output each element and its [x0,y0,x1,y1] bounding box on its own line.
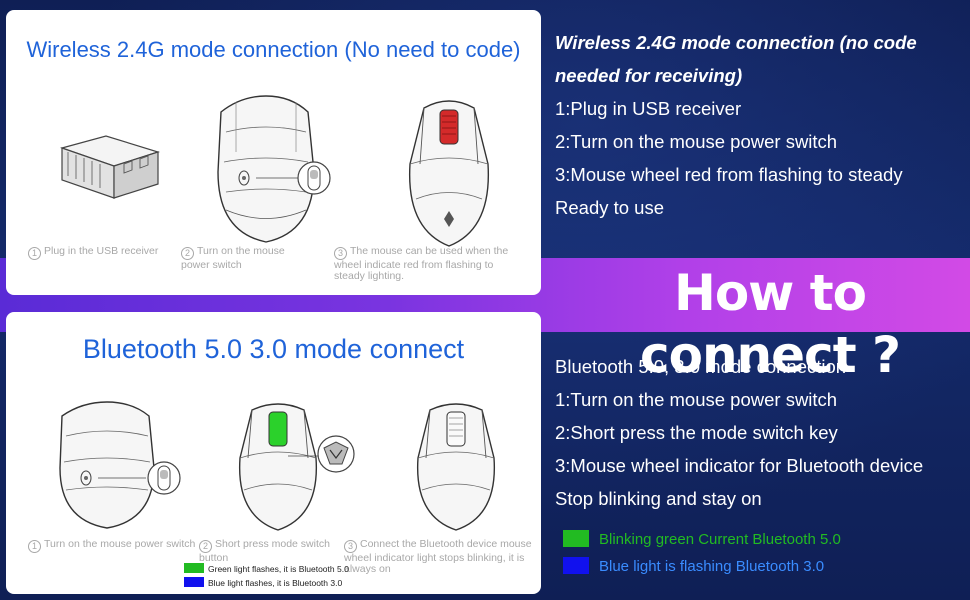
bluetooth-heading: Bluetooth 5.0, 3.0 mode connection [555,356,847,377]
caption-text: The mouse can be used when the wheel ind… [334,245,509,282]
wireless-step-3: 3:Mouse wheel red from flashing to stead… [555,164,903,185]
bluetooth-step-1: 1:Turn on the mouse power switch [555,389,838,410]
green-swatch [563,530,589,547]
legend-text: Blue light flashes, it is Bluetooth 3.0 [208,578,343,588]
legend-text: Blinking green Current Bluetooth 5.0 [599,531,841,548]
wireless-step-2: 2:Turn on the mouse power switch [555,131,838,152]
mouse-top-connected-illustration [416,403,496,531]
bluetooth-step-3: 3:Mouse wheel indicator for Bluetooth de… [555,455,924,476]
wireless-panel-title: Wireless 2.4G mode connection (No need t… [26,37,521,62]
step-number-icon: 1 [28,247,41,260]
wireless-panel: Wireless 2.4G mode connection (No need t… [6,10,541,295]
step-number-icon: 1 [28,540,41,553]
wireless-step-1: 1:Plug in USB receiver [555,98,742,119]
mouse-bottom-illustration [217,95,331,243]
bluetooth-panel-title: Bluetooth 5.0 3.0 mode connect [82,334,465,364]
wireless-heading-line-1: Wireless 2.4G mode connection (no code [555,32,917,53]
blue-swatch [563,557,589,574]
caption-text: Short press mode switch button [199,538,330,564]
caption-text: Turn on the mouse power switch [181,245,285,271]
mouse-top-red-wheel-illustration [408,100,490,247]
bluetooth-legend-blue: Blue light flashes, it is Bluetooth 3.0 [184,577,342,588]
legend-text: Blue light is flashing Bluetooth 3.0 [599,558,825,575]
right-legend-green: Blinking green Current Bluetooth 5.0 [563,530,841,550]
legend-text: Green light flashes, it is Bluetooth 5.0 [208,564,349,574]
bluetooth-legend-green: Green light flashes, it is Bluetooth 5.0 [184,563,349,574]
mouse-bottom-illustration [59,401,181,529]
caption-text: Connect the Bluetooth device mouse wheel… [344,538,532,575]
usb-receiver-illustration [59,135,161,199]
bluetooth-instructions: Bluetooth 5.0, 3.0 mode connection 1:Tur… [555,350,923,515]
wireless-instructions: Wireless 2.4G mode connection (no code n… [555,26,917,224]
right-legend-blue: Blue light is flashing Bluetooth 3.0 [563,557,824,577]
wireless-heading-line-2: needed for receiving) [555,65,743,86]
wireless-step-4: Ready to use [555,197,665,218]
caption-text: Turn on the mouse power switch [44,538,196,550]
mouse-top-green-wheel-illustration [238,403,355,531]
bluetooth-step-4: Stop blinking and stay on [555,488,762,509]
green-swatch [184,563,204,573]
banner-title: How to connect ? [639,264,901,384]
caption-text: Plug in the USB receiver [44,245,159,257]
blue-swatch [184,577,204,587]
bluetooth-step-2: 2:Short press the mode switch key [555,422,838,443]
